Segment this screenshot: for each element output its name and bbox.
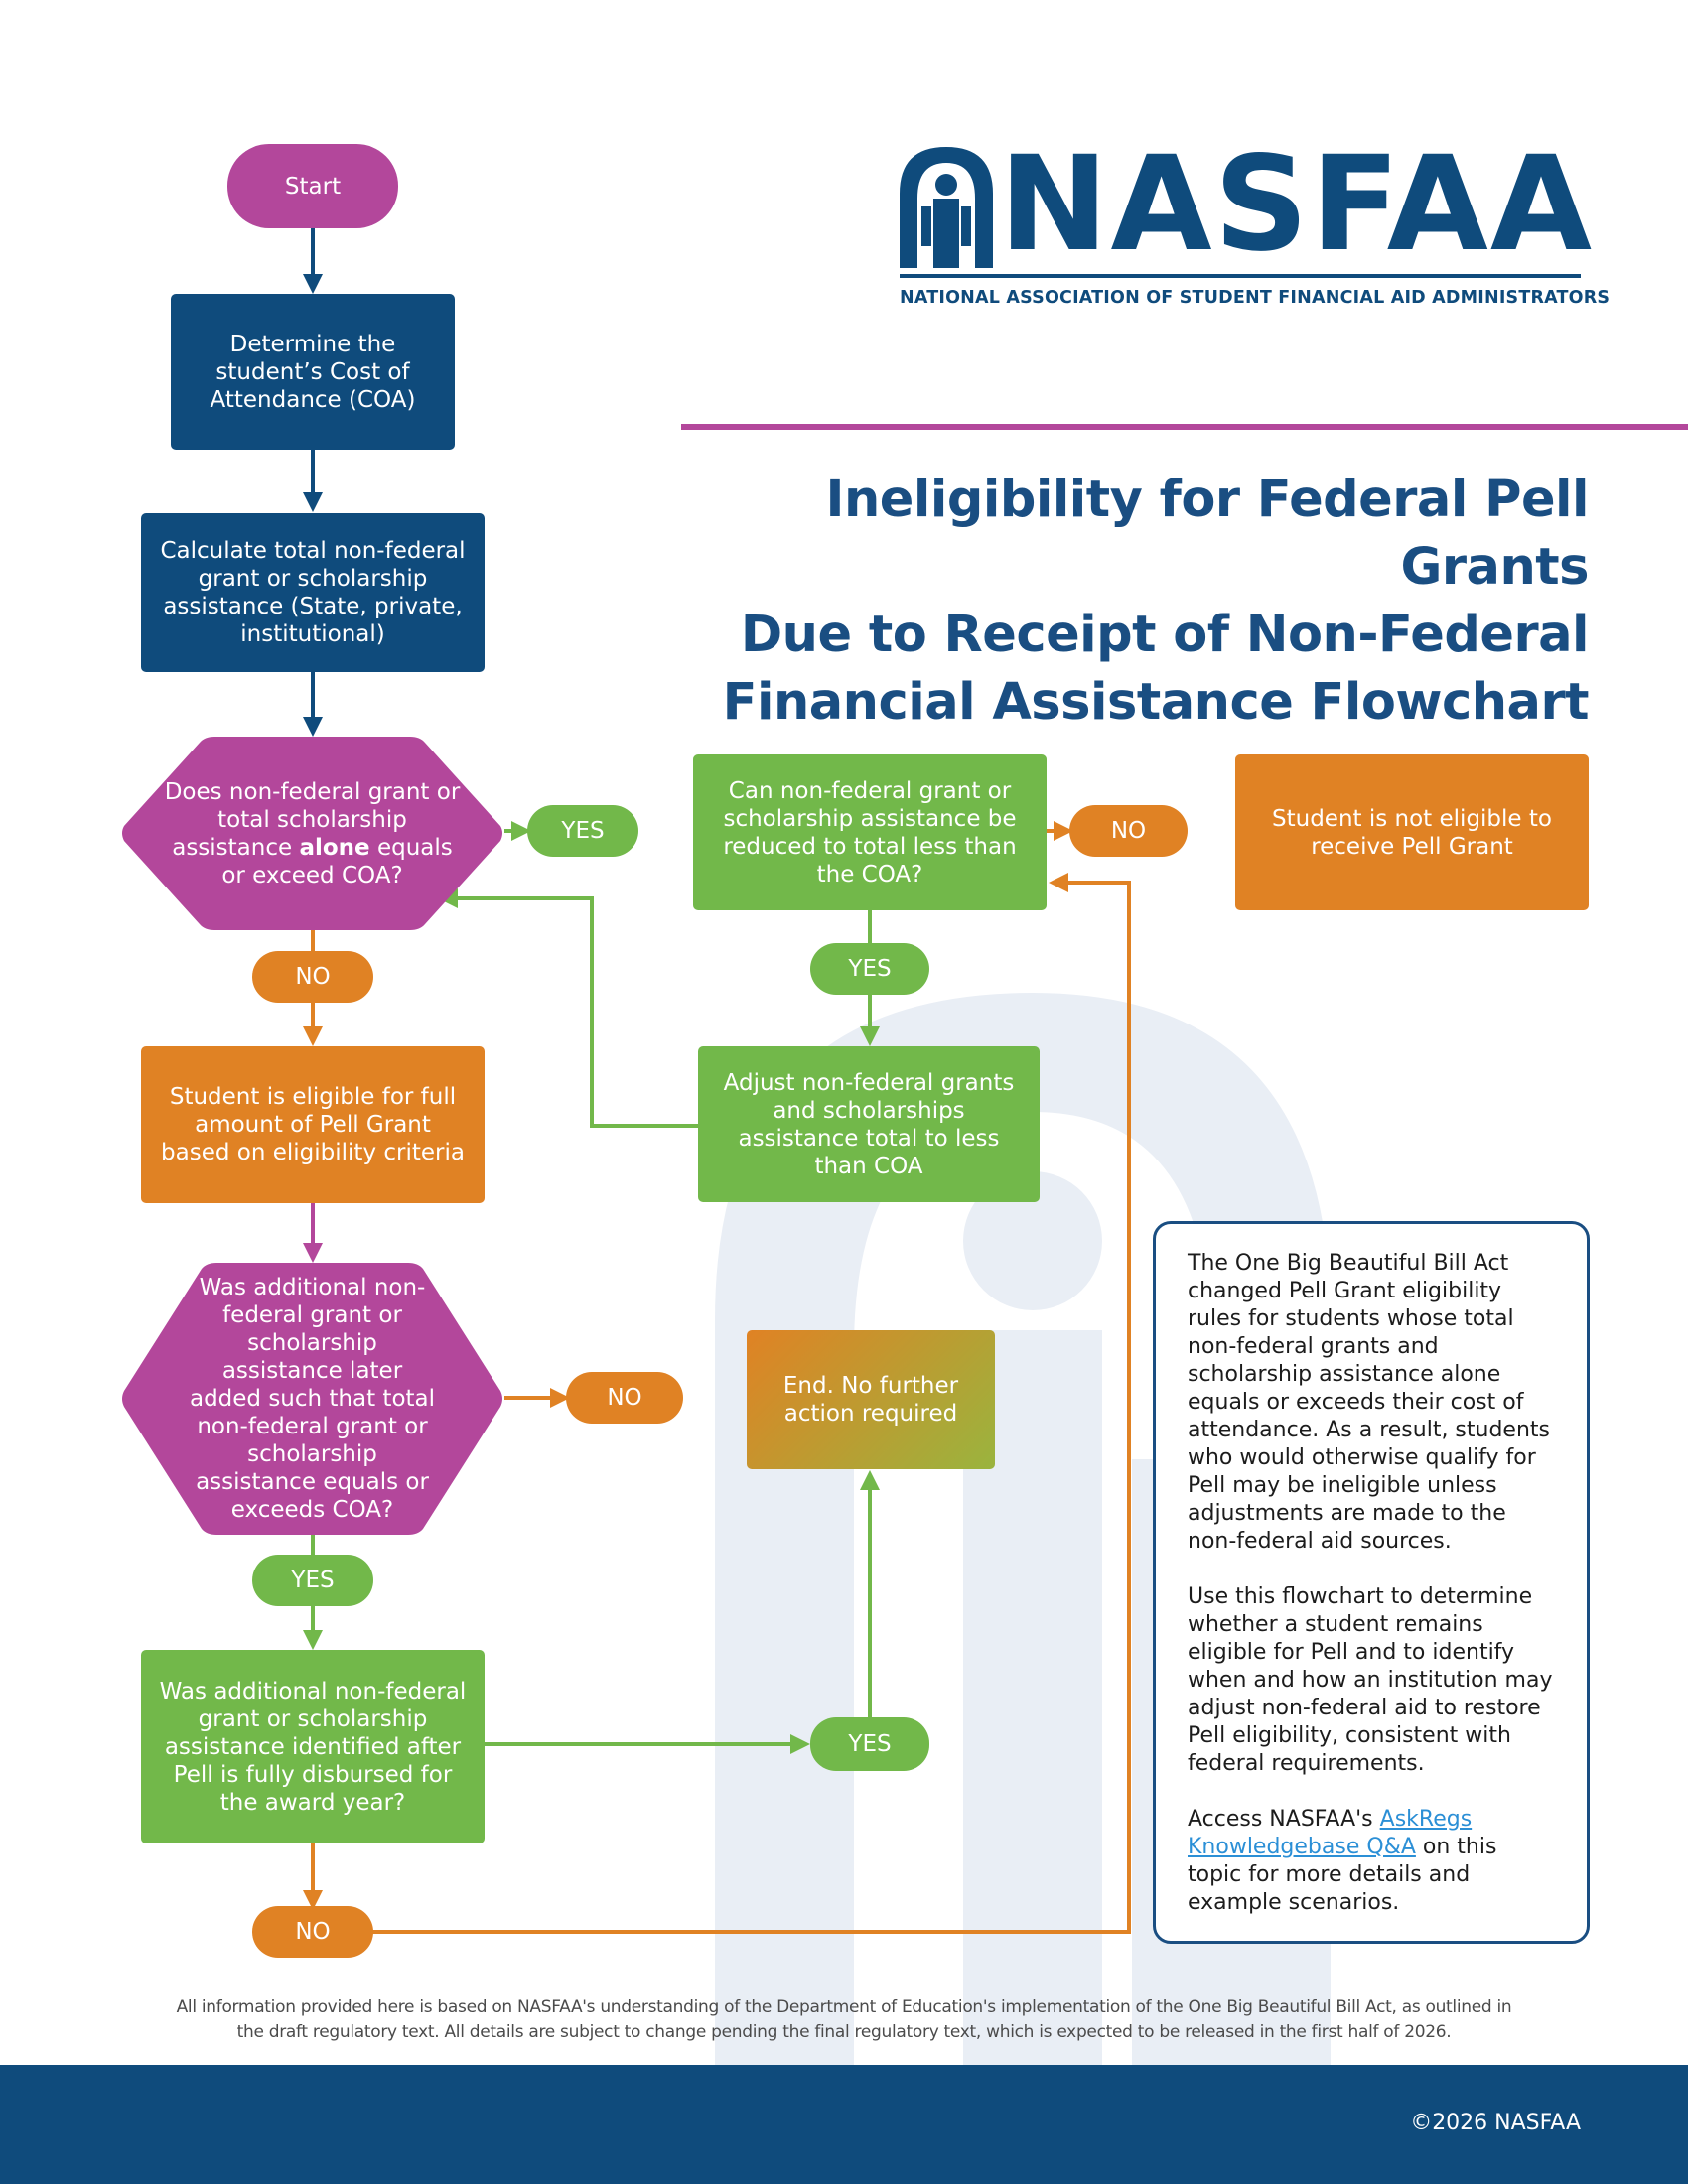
info-box: The One Big Beautiful Bill Act changed P…: [1153, 1221, 1590, 1944]
title-line-3: Financial Assistance Flowchart: [722, 673, 1590, 732]
reduce-no-label: NO: [1069, 805, 1188, 857]
flow-decision-after-disbursed: Was additional non-federal grant or scho…: [141, 1650, 485, 1843]
flow-decision-can-reduce: Can non-federal grant or scholarship ass…: [693, 754, 1047, 910]
copyright: ©2026 NASFAA: [1410, 2111, 1581, 2135]
logo-rule: [900, 274, 1581, 278]
decision2-no-label: NO: [566, 1372, 683, 1424]
decision2-text: Was additional non-federal grant or scho…: [189, 1275, 436, 1523]
decision2-yes-label: YES: [252, 1555, 373, 1606]
flow-determine-coa: Determine the student’s Cost of Attendan…: [171, 294, 455, 450]
title-line-2: Due to Receipt of Non-Federal: [740, 606, 1590, 664]
disclaimer-line-2: the draft regulatory text. All details a…: [236, 2022, 1452, 2042]
flow-decision-later-added: Was additional non-federal grant or scho…: [120, 1263, 504, 1535]
decision1-yes-label: YES: [527, 805, 638, 857]
disclaimer: All information provided here is based o…: [60, 1995, 1628, 2045]
nasfaa-logo: NASFAA NATIONAL ASSOCIATION OF STUDENT F…: [900, 139, 1610, 316]
info-paragraph-1: The One Big Beautiful Bill Act changed P…: [1188, 1251, 1550, 1554]
decision1-text-bold: alone: [299, 834, 370, 861]
logo-subtitle: NATIONAL ASSOCIATION OF STUDENT FINANCIA…: [900, 288, 1611, 308]
decision1-no-label: NO: [252, 951, 373, 1003]
page-title: Ineligibility for Federal Pell Grants Du…: [635, 467, 1590, 737]
info-paragraph-3: Access NASFAA's AskRegs Knowledgebase Q&…: [1188, 1806, 1555, 1917]
logo-emblem-icon: [900, 147, 993, 268]
info-paragraph-2: Use this flowchart to determine whether …: [1188, 1584, 1553, 1776]
flow-not-eligible: Student is not eligible to receive Pell …: [1235, 754, 1589, 910]
decision3-yes-label: YES: [810, 1717, 929, 1771]
decision-hexagon-shape: [122, 737, 502, 930]
logo-wordmark: NASFAA: [999, 128, 1595, 281]
footer-bar: ©2026 NASFAA: [0, 2065, 1688, 2184]
disclaimer-line-1: All information provided here is based o…: [176, 1997, 1512, 2017]
decision2-hexagon-shape: [122, 1263, 502, 1535]
arrow-no-loop-to-reduce: [372, 873, 1131, 1934]
info-paragraph-3-post: on this topic for more details and examp…: [1188, 1835, 1497, 1915]
flow-calculate-assistance: Calculate total non-federal grant or sch…: [141, 513, 485, 672]
decision1-text-pre: Does non-federal grant or total scholars…: [164, 778, 461, 861]
flow-eligible-full-amount: Student is eligible for full amount of P…: [141, 1046, 485, 1203]
flow-end: End. No further action required: [747, 1330, 995, 1469]
decision1-text-post: equals or exceed COA?: [221, 834, 453, 888]
decision3-no-label: NO: [252, 1906, 373, 1958]
arrow-adjust-to-decision1: [438, 888, 698, 1128]
flow-start: Start: [227, 144, 398, 228]
flow-decision-alone-exceeds-coa: Does non-federal grant or total scholars…: [120, 737, 504, 930]
title-line-1: Ineligibility for Federal Pell Grants: [825, 471, 1590, 597]
info-paragraph-3-pre: Access NASFAA's: [1188, 1807, 1380, 1832]
decision1-text: Does non-federal grant or total scholars…: [164, 778, 462, 889]
askregs-link[interactable]: AskRegs Knowledgebase Q&A: [1188, 1807, 1473, 1859]
title-divider: [681, 424, 1688, 430]
reduce-yes-label: YES: [810, 943, 929, 995]
flow-adjust-assistance: Adjust non-federal grants and scholarshi…: [698, 1046, 1040, 1202]
